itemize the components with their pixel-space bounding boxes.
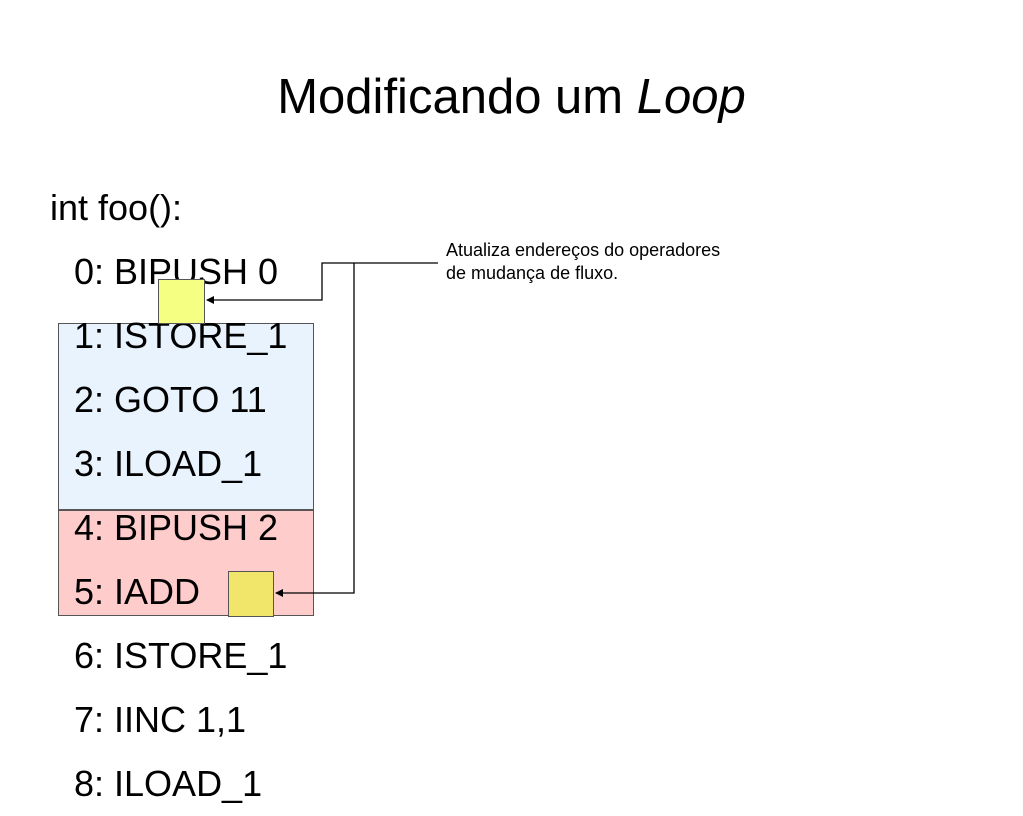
annotation-line: Atualiza endereços do operadores: [446, 240, 721, 260]
annotation-line: de mudança de fluxo.: [446, 263, 619, 283]
code-line: 6: ISTORE_1: [74, 635, 288, 676]
highlight-block-blue: [58, 323, 314, 510]
operand-marker-bipush: [158, 279, 205, 324]
annotation-note: Atualiza endereços do operadores de muda…: [446, 239, 720, 285]
code-line: 3: ILOAD_1: [74, 443, 263, 484]
connector-lines: [206, 262, 438, 597]
title-text: Modificando um: [277, 70, 637, 124]
title-emphasis: Loop: [636, 70, 746, 124]
slide-title: Modificando um Loop: [0, 62, 1023, 132]
connector-to-bottom-marker: [275, 263, 355, 597]
operand-marker-iadd: [228, 571, 274, 617]
connector-to-top-marker: [206, 262, 438, 304]
code-line: 7: IINC 1,1: [74, 699, 247, 740]
code-line: 5: IADD: [74, 571, 201, 612]
code-line: 2: GOTO 11: [74, 379, 267, 420]
code-line: 4: BIPUSH 2: [74, 507, 279, 548]
code-header: int foo():: [50, 187, 183, 228]
